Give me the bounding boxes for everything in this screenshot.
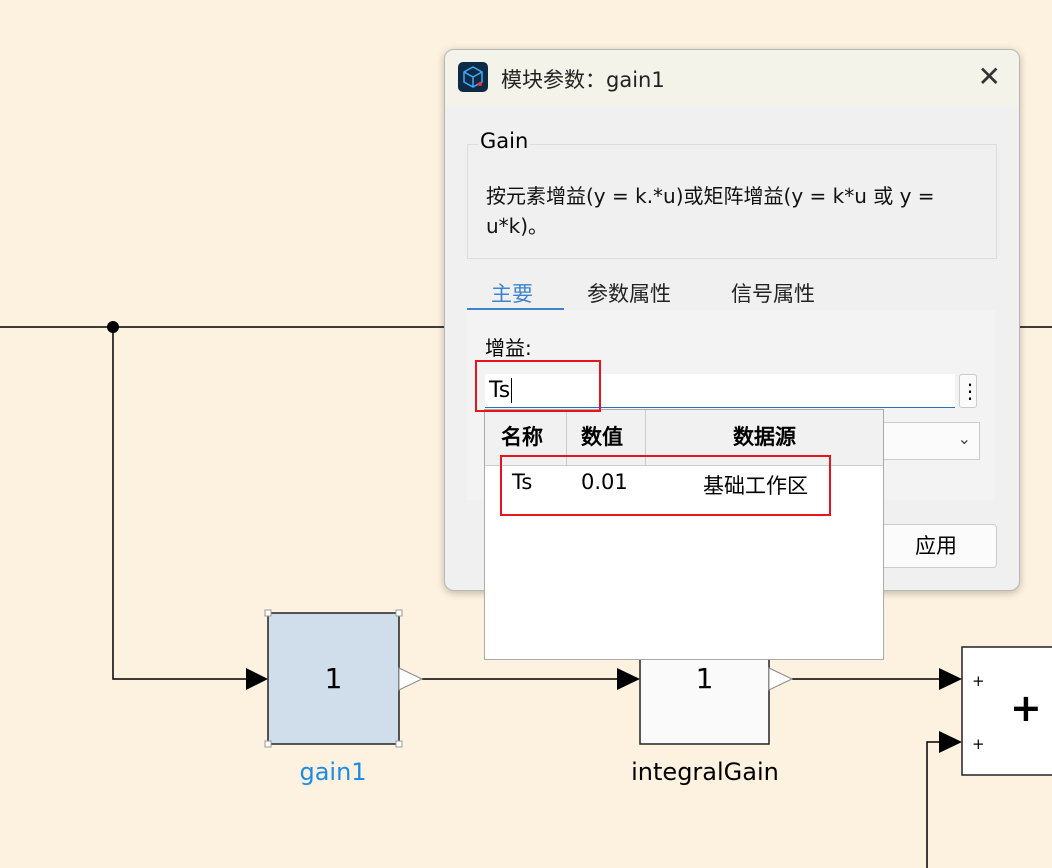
- tab-signal-attributes[interactable]: 信号属性: [731, 282, 815, 306]
- sum-input-sign: +: [972, 735, 985, 753]
- output-port: [768, 667, 794, 691]
- column-header-value: 数值: [567, 410, 646, 465]
- active-tab-indicator: [467, 308, 564, 310]
- autocomplete-popup: 名称 数值 数据源 Ts 0.01 基础工作区: [484, 409, 884, 660]
- sum-block: [961, 646, 1052, 776]
- tab-parameter-attributes[interactable]: 参数属性: [587, 282, 671, 306]
- column-header-name: 名称: [485, 410, 567, 465]
- row-value: 0.01: [581, 470, 628, 494]
- highlight-box: [475, 360, 601, 412]
- junction-dot: [107, 321, 119, 333]
- gain1-block: [267, 612, 400, 745]
- highlight-box: [500, 455, 831, 516]
- gain1-value: 1: [324, 662, 343, 695]
- close-icon[interactable]: ✕: [977, 60, 1001, 93]
- chevron-down-icon: ⌄: [957, 429, 971, 448]
- tab-main[interactable]: 主要: [491, 282, 533, 306]
- dialog-titlebar[interactable]: 模块参数：gain1 ✕: [445, 50, 1019, 106]
- block-description: 按元素增益(y = k.*u)或矩阵增益(y = k*u 或 y = u*k)。: [486, 184, 935, 238]
- app-cube-icon: [458, 62, 488, 92]
- group-title: Gain: [478, 129, 531, 153]
- multiplication-select[interactable]: ⌄: [875, 422, 980, 460]
- gain-input[interactable]: Ts: [485, 374, 955, 408]
- gain1-label[interactable]: gain1: [299, 758, 367, 786]
- dialog-title: 模块参数：gain1: [501, 68, 665, 92]
- sum-symbol: +: [1010, 686, 1042, 730]
- arrowhead: [617, 668, 640, 690]
- gain-label: 增益:: [485, 336, 532, 360]
- integralGain-value: 1: [695, 662, 714, 695]
- sum-input-sign: +: [972, 672, 985, 690]
- apply-button[interactable]: 应用: [875, 524, 997, 568]
- signal-line: [926, 741, 942, 868]
- arrowhead: [939, 731, 962, 753]
- more-options-button[interactable]: ⋮: [959, 374, 980, 408]
- row-source: 基础工作区: [703, 474, 808, 498]
- output-port: [398, 667, 424, 691]
- signal-line: [112, 327, 250, 680]
- integralGain-label[interactable]: integralGain: [631, 758, 779, 786]
- column-header-source: 数据源: [733, 425, 796, 449]
- arrowhead: [246, 668, 268, 690]
- row-name: Ts: [512, 470, 533, 494]
- gain-input-value: Ts: [489, 378, 511, 403]
- arrowhead: [939, 668, 962, 690]
- more-vert-icon: ⋮: [960, 379, 980, 403]
- block-description-group: Gain 按元素增益(y = k.*u)或矩阵增益(y = k*u 或 y = …: [467, 129, 997, 259]
